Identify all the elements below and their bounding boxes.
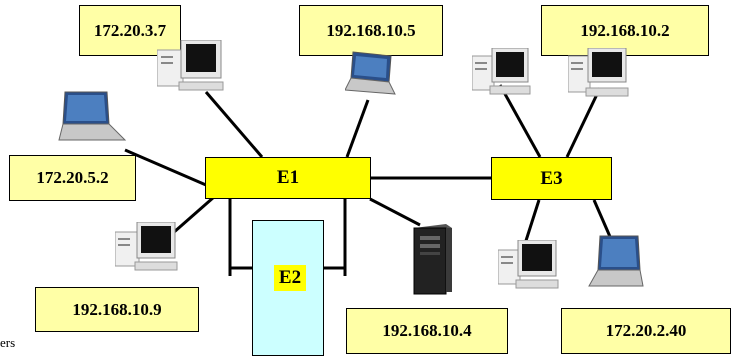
server-tower-icon — [413, 224, 452, 295]
label-top-left: 172.20.3.7 — [79, 5, 181, 56]
label-left: 172.20.5.2 — [9, 155, 136, 201]
node-e2: E2 — [252, 220, 324, 356]
link-e3-top-left-pc — [498, 84, 542, 158]
laptop-icon — [58, 91, 127, 141]
link-e1-server — [369, 197, 421, 227]
clipped-text-fragment: ers — [0, 335, 16, 350]
label-bottom-mid: 192.168.10.4 — [346, 308, 508, 354]
switch-e3: E3 — [491, 157, 612, 200]
link-e1-left-laptop — [124, 148, 207, 187]
link-e3-top-right-pc — [565, 87, 602, 158]
laptop-icon — [345, 51, 396, 95]
label-bottom-left: 192.168.10.9 — [35, 287, 199, 332]
label-bottom-right: 172.20.2.40 — [561, 308, 731, 354]
laptop-icon — [588, 235, 644, 287]
node-e2-label: E2 — [274, 265, 306, 291]
desktop-pc-icon — [115, 222, 178, 271]
desktop-pc-icon — [498, 240, 559, 289]
label-top-mid: 192.168.10.5 — [299, 5, 443, 56]
desktop-pc-icon — [568, 48, 629, 97]
switch-e1: E1 — [205, 157, 371, 199]
link-e1-top-mid-laptop — [345, 99, 370, 158]
link-e1-top-left-pc — [204, 91, 264, 158]
desktop-pc-icon — [472, 48, 531, 95]
desktop-pc-icon — [157, 40, 224, 91]
